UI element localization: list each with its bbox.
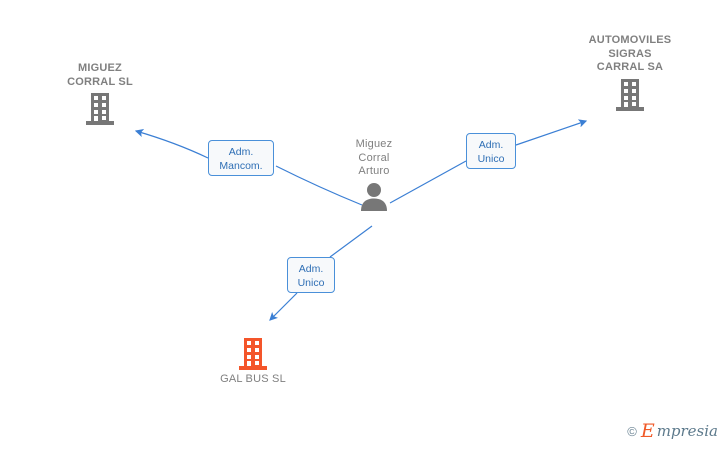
node-miguez-corral-sl[interactable]: MIGUEZ CORRAL SL: [20, 62, 180, 126]
person-icon: [361, 182, 387, 211]
edge-label-adm-unico-automoviles[interactable]: Adm. Unico: [466, 133, 516, 169]
brand-initial: E: [640, 419, 655, 442]
node-automoviles-sigras-carral-sa[interactable]: AUTOMOVILES SIGRAS CARRAL SA: [550, 34, 710, 112]
node-miguez-corral-arturo[interactable]: Miguez Corral Arturo: [294, 138, 454, 211]
edge-label-adm-unico-gal-bus[interactable]: Adm. Unico: [287, 257, 335, 293]
empresia-watermark: © E mpresia: [627, 419, 718, 442]
edge-to-gal-bus-sl[interactable]: [269, 225, 373, 321]
edge-label-adm-mancom[interactable]: Adm. Mancom.: [208, 140, 274, 176]
building-icon: [239, 338, 267, 370]
building-icon: [86, 93, 114, 125]
node-label-miguez-corral-arturo: Miguez Corral Arturo: [355, 138, 393, 177]
brand-name: mpresia: [656, 422, 718, 440]
edge-to-miguez-corral-sl[interactable]: [134, 128, 363, 206]
building-icon: [616, 78, 644, 111]
node-gal-bus-sl[interactable]: GAL BUS SL: [173, 334, 333, 387]
node-label-miguez-corral-sl: MIGUEZ CORRAL SL: [67, 62, 133, 88]
node-label-gal-bus-sl: GAL BUS SL: [220, 373, 286, 385]
copyright-icon: ©: [627, 423, 637, 439]
edge-to-automoviles-sigras-carral-sa[interactable]: [389, 119, 588, 204]
node-label-automoviles-sigras-carral-sa: AUTOMOVILES SIGRAS CARRAL SA: [588, 34, 672, 73]
